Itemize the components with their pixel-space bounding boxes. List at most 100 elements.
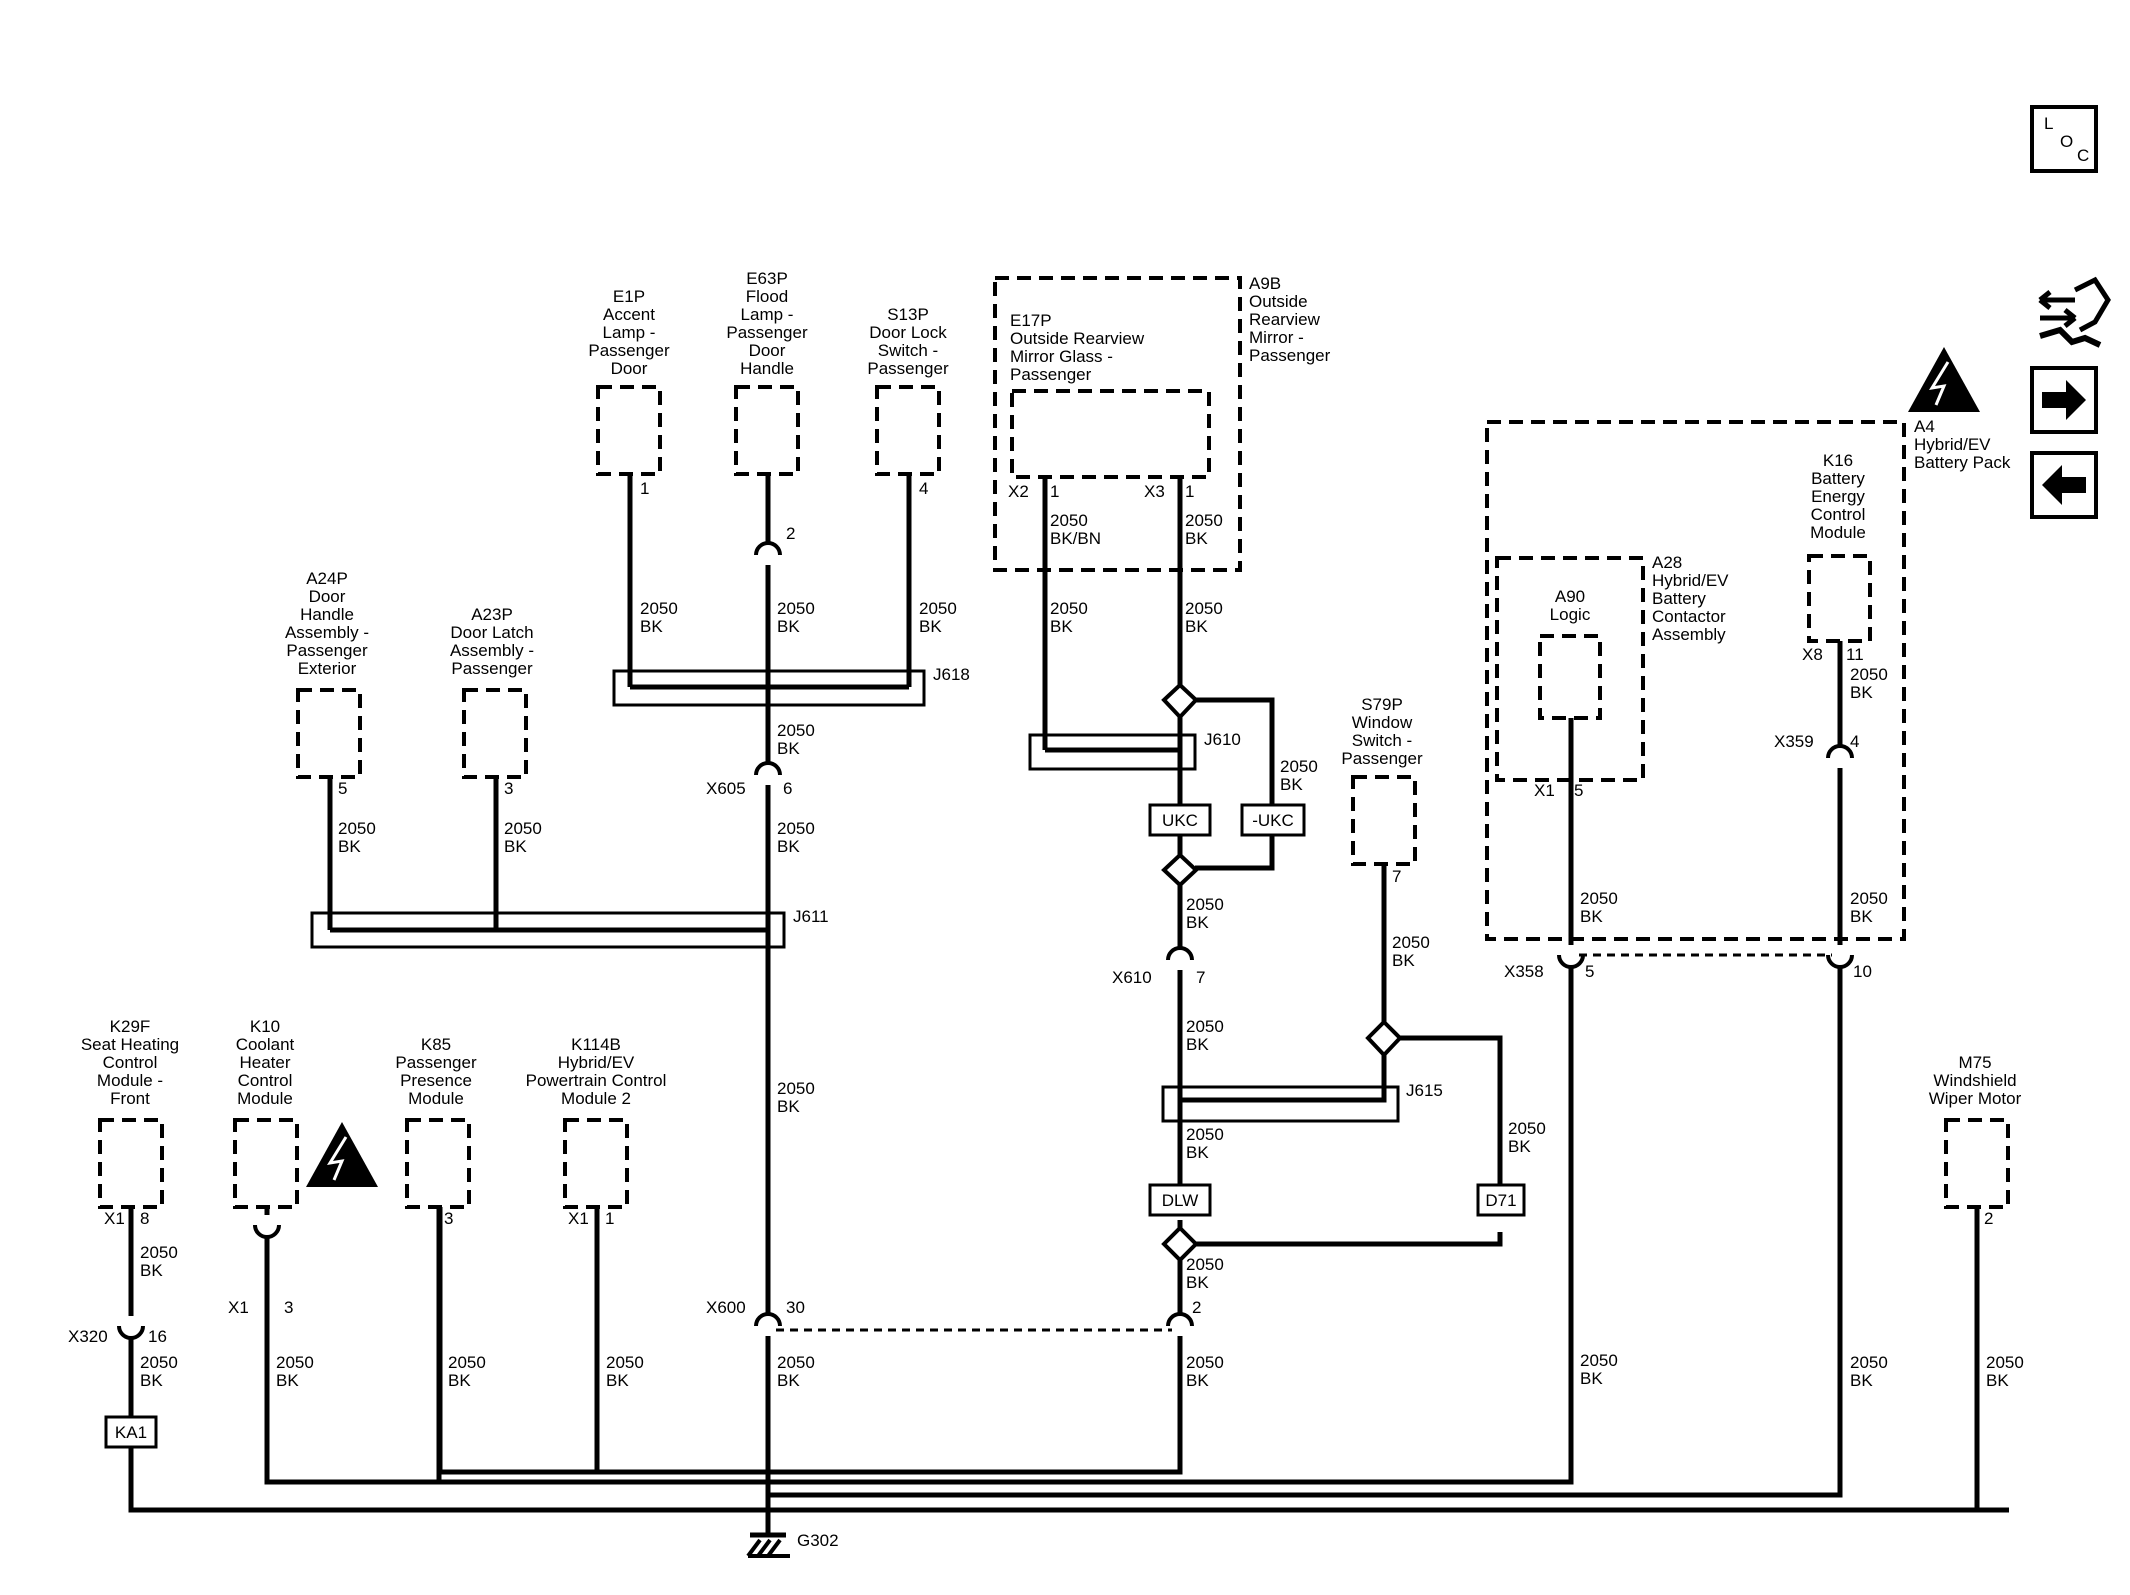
pin-number: 3 [284, 1298, 293, 1317]
next-page-button[interactable] [2030, 366, 2098, 434]
ka1-option-box [104, 1415, 158, 1449]
svg-text:BK: BK [1580, 907, 1603, 926]
a23p-component [462, 688, 528, 779]
svg-text:2050: 2050 [140, 1353, 178, 1372]
a4-label-line2: Hybrid/EV [1914, 435, 1991, 454]
ukc-option-box [1148, 803, 1212, 837]
svg-text:BK: BK [1280, 775, 1303, 794]
ukc-option-label: UKC [1162, 811, 1198, 830]
svg-text:BK: BK [606, 1371, 629, 1390]
a23p-label-line3: Assembly - [450, 641, 534, 660]
k29f-component [98, 1118, 164, 1209]
s13p-label-line2: Door Lock [869, 323, 947, 342]
svg-text:2050: 2050 [1580, 889, 1618, 908]
a9b-component [993, 276, 1242, 572]
k16-label-line2: Battery [1811, 469, 1865, 488]
e17p-label-line3: Mirror Glass - [1010, 347, 1113, 366]
svg-text:BK: BK [640, 617, 663, 636]
m75-label-line1: M75 [1958, 1053, 1991, 1072]
pin-number: 1 [640, 479, 649, 498]
j610-splice [1028, 733, 1197, 771]
s79p-component [1351, 775, 1417, 866]
svg-text:2050: 2050 [777, 721, 815, 740]
pin-number: 3 [504, 779, 513, 798]
s79p-label-line3: Switch - [1352, 731, 1412, 750]
connector-id: X358 [1504, 962, 1544, 981]
svg-text:2050: 2050 [1186, 1255, 1224, 1274]
loc-button[interactable]: L O C [2030, 105, 2098, 173]
svg-text:BK: BK [777, 617, 800, 636]
svg-text:2050: 2050 [606, 1353, 644, 1372]
svg-text:2050: 2050 [1508, 1119, 1546, 1138]
e17p-label-line1: E17P [1010, 311, 1052, 330]
svg-text:BK: BK [338, 837, 361, 856]
k10-label-line4: Control [238, 1071, 293, 1090]
a4-component [1485, 420, 1906, 941]
k114b-label-line1: K114B [571, 1035, 621, 1054]
e1p-label-line1: E1P [613, 287, 645, 306]
connector-tool-icon[interactable] [2038, 276, 2111, 348]
k16-component [1807, 554, 1872, 643]
pin-number: 8 [140, 1209, 149, 1228]
m75-label-line2: Windshield [1933, 1071, 2016, 1090]
svg-text:BK: BK [140, 1261, 163, 1280]
svg-text:BK: BK [1186, 1371, 1209, 1390]
pin-number: 2 [1192, 1298, 1201, 1317]
inline-connectors [117, 541, 1854, 1340]
s13p-label-line4: Passenger [867, 359, 949, 378]
option-split-diamond [1365, 1019, 1403, 1058]
nukc-option-label: -UKC [1252, 811, 1294, 830]
svg-text:2050: 2050 [1280, 757, 1318, 776]
e63p-label-line5: Door [749, 341, 786, 360]
svg-text:2050: 2050 [777, 1353, 815, 1372]
option-split-diamond [1161, 1225, 1199, 1263]
e63p-label-line1: E63P [746, 269, 788, 288]
svg-text:BK: BK [1186, 1035, 1209, 1054]
svg-text:2050: 2050 [448, 1353, 486, 1372]
k114b-label-line3: Powertrain Control [526, 1071, 667, 1090]
svg-text:BK: BK [777, 739, 800, 758]
k85-label-line4: Module [408, 1089, 464, 1108]
svg-text:BK: BK [1508, 1137, 1531, 1156]
wire-network [128, 474, 2009, 1538]
g302-ground-symbol [746, 1538, 790, 1558]
svg-text:2050: 2050 [338, 819, 376, 838]
k10-label-line2: Coolant [236, 1035, 295, 1054]
a28-label-line4: Contactor [1652, 607, 1726, 626]
svg-text:2050: 2050 [1850, 1353, 1888, 1372]
pin-number: 30 [786, 1298, 805, 1317]
e17p-label-line2: Outside Rearview [1010, 329, 1145, 348]
connector-id: X605 [706, 779, 746, 798]
e1p-label-line5: Door [611, 359, 648, 378]
e1p-label-line3: Lamp - [603, 323, 656, 342]
a28-label-line3: Battery [1652, 589, 1706, 608]
e63p-component [734, 385, 800, 476]
a23p-label-line1: A23P [471, 605, 513, 624]
d71-option-label: D71 [1485, 1191, 1516, 1210]
loc-letter-l: L [2044, 114, 2053, 133]
connector-id: X1 [568, 1209, 589, 1228]
svg-text:2050: 2050 [1392, 933, 1430, 952]
a24p-label-line6: Exterior [298, 659, 357, 678]
pin-number: 7 [1392, 867, 1401, 886]
pin-number: 1 [605, 1209, 614, 1228]
k29f-label-line2: Seat Heating [81, 1035, 179, 1054]
svg-text:BK: BK [1185, 529, 1208, 548]
pin-number: 5 [1574, 781, 1583, 800]
pin-number: 2 [1984, 1209, 1993, 1228]
high-voltage-warning-icon [1908, 347, 1980, 412]
previous-page-button[interactable] [2030, 451, 2098, 519]
svg-text:BK: BK [777, 837, 800, 856]
e63p-label-line2: Flood [746, 287, 789, 306]
arrow-left-icon [2042, 465, 2086, 505]
